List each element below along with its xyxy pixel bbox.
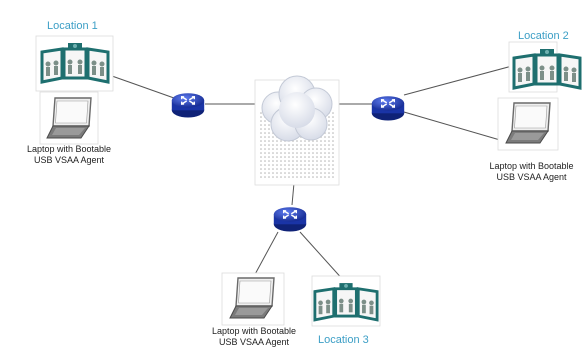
router-icon xyxy=(371,95,405,122)
location-2-group xyxy=(371,41,582,151)
location-1-group xyxy=(35,35,205,145)
laptop-3-label: Laptop with Bootable USB VSAA Agent xyxy=(198,326,310,348)
link-router2-laptop2 xyxy=(403,111,501,141)
laptop-1-label-line1: Laptop with Bootable xyxy=(26,144,112,154)
laptop-1-label-line2: USB VSAA Agent xyxy=(33,155,105,165)
link-router3-wall3 xyxy=(299,231,346,283)
laptop-2-label-line1: Laptop with Bootable xyxy=(489,161,574,171)
laptop-1-label: Laptop with Bootable USB VSAA Agent xyxy=(14,144,124,166)
location-2-label: Location 2 xyxy=(518,30,569,42)
location-3-label: Location 3 xyxy=(318,334,369,346)
router-icon xyxy=(273,206,307,233)
laptop-2-label: Laptop with Bootable USB VSAA Agent xyxy=(478,161,585,183)
laptop-3-label-line2: USB VSAA Agent xyxy=(218,337,290,347)
link-router3-laptop3 xyxy=(252,231,279,279)
cloud-icon xyxy=(254,75,340,186)
location-3-group xyxy=(221,206,381,327)
link-router2-wall2 xyxy=(403,65,513,96)
laptop-2-label-line2: USB VSAA Agent xyxy=(496,172,567,182)
location-1-label: Location 1 xyxy=(47,20,98,32)
laptop-3-label-line1: Laptop with Bootable xyxy=(211,326,297,336)
router-icon xyxy=(171,92,205,119)
